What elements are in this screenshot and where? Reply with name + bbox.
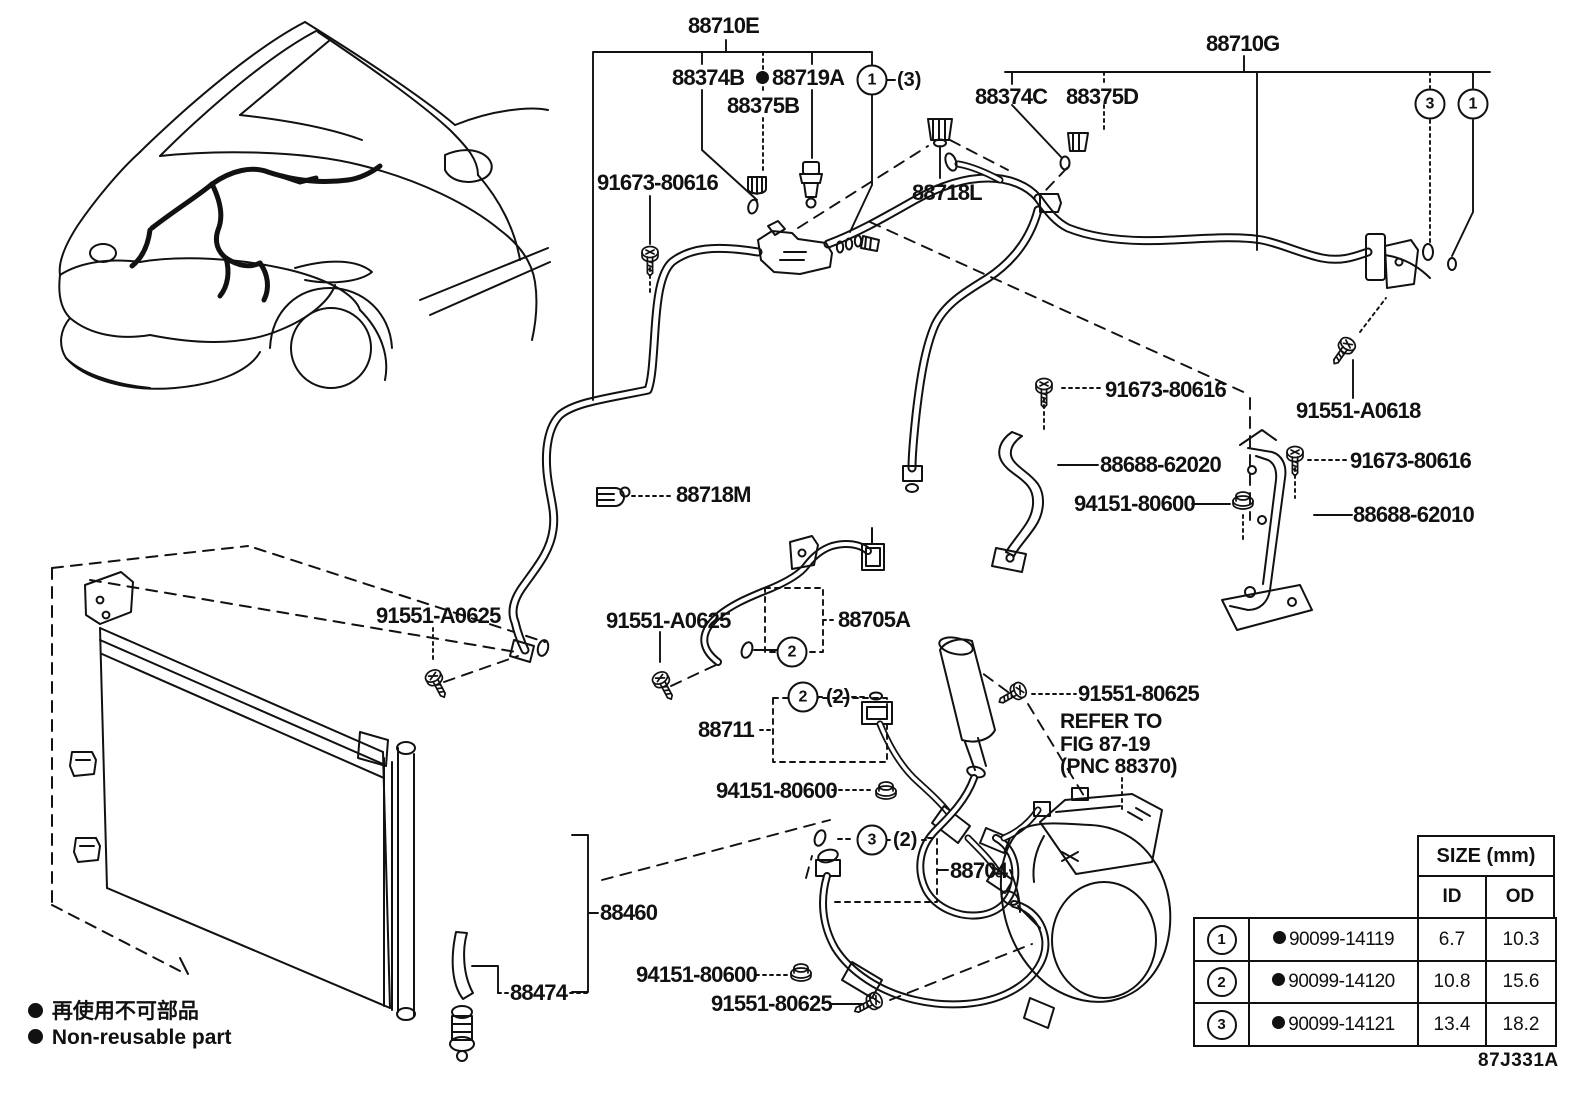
part-label-88719a: 88719A	[756, 67, 845, 89]
part-label-88710g: 88710G	[1206, 31, 1280, 56]
id-value: 6.7	[1417, 917, 1487, 962]
part-label-88375d: 88375D	[1066, 84, 1139, 109]
part-label-88460: 88460	[600, 900, 658, 925]
bracket-88688-62020	[991, 431, 1044, 573]
part-label-94151-80600-a: 94151-80600	[1074, 491, 1196, 516]
non-reusable-dot	[756, 70, 769, 84]
part-label-88718m: 88718M	[676, 482, 751, 507]
refer-note-line1: REFER TO	[1060, 710, 1162, 733]
part-label-88710e: 88710E	[688, 13, 760, 38]
size-table: 1 90099-14119 6.7 10.3 2 90099-14120 10.…	[1193, 917, 1557, 1047]
part-label-91673-80616-c: 91673-80616	[1350, 448, 1472, 473]
part-label-88688-62010: 88688-62010	[1353, 502, 1475, 527]
car-sketch	[58, 21, 551, 390]
callout-3-qty: (2)	[893, 829, 918, 851]
callout-3-badge: 3	[1414, 88, 1446, 120]
callout-1-badge: 1	[856, 64, 888, 96]
callout-1-badge: 1	[1457, 88, 1489, 120]
part-label-88704: 88704	[950, 858, 1008, 883]
clamp-88718m-icon	[596, 486, 631, 507]
size-table-header: SIZE (mm)	[1417, 835, 1555, 877]
od-value: 10.3	[1485, 917, 1557, 962]
id-value: 10.8	[1417, 960, 1487, 1004]
callout-2-qty: (2)	[826, 686, 851, 708]
table-row: 3 90099-14121 13.4 18.2	[1193, 1002, 1557, 1047]
non-reusable-dot	[1272, 973, 1286, 987]
part-label-88474: 88474	[510, 980, 568, 1005]
od-value: 15.6	[1485, 960, 1557, 1004]
bracket-88688-62010	[1221, 429, 1313, 631]
refer-note-line3: (PNC 88370)	[1060, 755, 1178, 778]
part-label-88711: 88711	[698, 717, 755, 742]
table-row: 1 90099-14119 6.7 10.3	[1193, 917, 1557, 962]
pipe-88705a	[700, 527, 885, 666]
valve-assembly	[757, 155, 1071, 275]
pipe-88710e	[508, 243, 763, 663]
part-label-88374c: 88374C	[975, 84, 1048, 109]
non-reusable-dot	[1272, 930, 1286, 944]
part-label-88688-62020: 88688-62020	[1100, 452, 1222, 477]
size-table-col-od: OD	[1485, 875, 1555, 919]
grommet-88718l-icon	[927, 118, 953, 148]
od-value: 18.2	[1485, 1002, 1557, 1047]
pipe-88710g	[823, 152, 1457, 493]
cap-88375b-icon	[747, 176, 767, 215]
callout-3-badge: 3	[856, 824, 888, 856]
condenser-88460	[51, 545, 546, 1021]
part-label-88374b: 88374B	[672, 65, 745, 90]
non-reusable-dot	[28, 1028, 43, 1044]
part-label-88718l: 88718L	[912, 180, 983, 205]
leader-lines	[432, 39, 1491, 1005]
callout-2-badge: 2	[1206, 967, 1237, 997]
part-label-91551-a0618: 91551-A0618	[1296, 398, 1421, 423]
refer-note-line2: FIG 87-19	[1060, 733, 1151, 756]
part-label-94151-80600-c: 94151-80600	[636, 962, 758, 987]
part-label-94151-80600-b: 94151-80600	[716, 778, 838, 803]
callout-1-qty: (3)	[897, 69, 922, 91]
callout-2-badge: 2	[787, 681, 819, 713]
part-label-91673-80616-b: 91673-80616	[1105, 377, 1227, 402]
figure-code: 87J331A	[1478, 1050, 1559, 1071]
callout-3-badge: 3	[1206, 1009, 1237, 1040]
compressor-sketch	[999, 787, 1172, 1029]
callout-2-badge: 2	[776, 636, 808, 668]
part-label-91551-80625-b: 91551-80625	[711, 991, 833, 1016]
callout-1-badge: 1	[1206, 924, 1237, 955]
sensor-88719a-icon	[799, 161, 823, 209]
part-label-91673-80616-a: 91673-80616	[597, 170, 719, 195]
non-reusable-dot	[1272, 1015, 1286, 1029]
part-label-88375b: 88375B	[727, 93, 800, 118]
hose-group	[813, 636, 1050, 1009]
id-value: 13.4	[1417, 1002, 1487, 1047]
size-table-col-id: ID	[1417, 875, 1487, 919]
legend-non-reusable-en: Non-reusable part	[28, 1027, 232, 1048]
seal-88474	[449, 931, 475, 1062]
table-row: 2 90099-14120 10.8 15.6	[1193, 960, 1557, 1004]
nut-88375d-icon	[1067, 132, 1089, 152]
part-label-88705a: 88705A	[838, 607, 911, 632]
non-reusable-dot	[28, 1002, 43, 1018]
legend-non-reusable-jp: 再使用不可部品	[28, 1001, 199, 1022]
part-label-91551-80625-a: 91551-80625	[1078, 681, 1200, 706]
part-label-91551-a0625-a: 91551-A0625	[376, 603, 501, 628]
part-label-91551-a0625-b: 91551-A0625	[606, 608, 731, 633]
